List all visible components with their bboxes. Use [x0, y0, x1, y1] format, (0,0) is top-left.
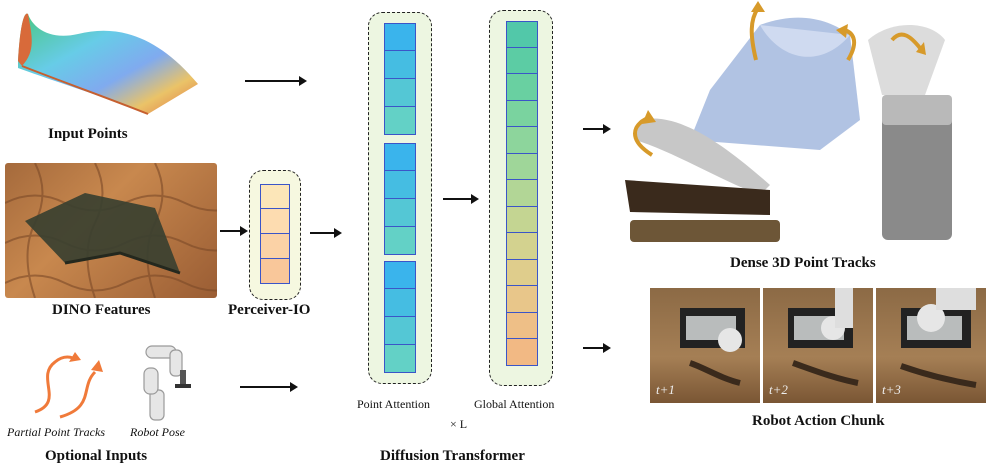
- global-attention-label: Global Attention: [474, 397, 555, 411]
- point-token: [384, 171, 416, 199]
- perceiver-token: [260, 209, 290, 234]
- point-attention-box: [368, 12, 432, 384]
- point-token: [384, 345, 416, 373]
- global-token: [506, 339, 538, 366]
- point-token: [384, 79, 416, 107]
- optional-inputs-label: Optional Inputs: [45, 448, 148, 464]
- repeat-count-label: × L: [450, 417, 468, 431]
- point-attention-group-1: [384, 23, 416, 135]
- partial-tracks-icon: [34, 352, 103, 419]
- dino-features-label: DINO Features: [52, 302, 151, 318]
- global-token: [506, 100, 538, 127]
- dino-features-image: [5, 163, 217, 298]
- point-token: [384, 107, 416, 135]
- arrow-to-action-chunk: [583, 343, 611, 353]
- perceiver-token: [260, 259, 290, 284]
- robot-action-chunk-label: Robot Action Chunk: [752, 413, 885, 429]
- global-token: [506, 21, 538, 48]
- arrow-dino-to-perceiver: [220, 226, 248, 236]
- global-token: [506, 233, 538, 260]
- partial-tracks-label: Partial Point Tracks: [7, 425, 106, 439]
- point-token: [384, 51, 416, 79]
- perceiver-token-stack: [260, 184, 290, 284]
- dense-point-tracks-image: [625, 1, 952, 242]
- global-token: [506, 259, 538, 286]
- point-token: [384, 199, 416, 227]
- global-token: [506, 180, 538, 207]
- action-frame-2: t+2: [763, 288, 873, 403]
- robot-pose-icon: [143, 345, 191, 421]
- point-token: [384, 317, 416, 345]
- perceiver-io-label: Perceiver-IO: [228, 302, 311, 318]
- perceiver-token: [260, 184, 290, 209]
- input-points-label: Input Points: [48, 126, 128, 142]
- global-token: [506, 286, 538, 313]
- point-token: [384, 143, 416, 171]
- arrow-to-point-tracks: [583, 124, 611, 134]
- robot-pose-label: Robot Pose: [130, 425, 185, 439]
- global-attention-stack: [506, 21, 538, 366]
- dense-point-tracks-label: Dense 3D Point Tracks: [730, 255, 876, 271]
- global-token: [506, 127, 538, 154]
- action-frame-3: t+3: [876, 288, 986, 403]
- global-token: [506, 74, 538, 101]
- diffusion-transformer-title: Diffusion Transformer: [380, 448, 525, 464]
- global-token: [506, 47, 538, 74]
- arrow-points-to-transformer: [245, 76, 307, 86]
- global-token: [506, 312, 538, 339]
- arrow-perceiver-to-transformer: [310, 228, 342, 238]
- point-token: [384, 261, 416, 289]
- arrow-optional-to-transformer: [240, 382, 298, 392]
- perceiver-token: [260, 234, 290, 259]
- point-token: [384, 289, 416, 317]
- point-token: [384, 227, 416, 255]
- global-attention-box: [489, 10, 553, 386]
- global-token: [506, 153, 538, 180]
- action-frame-1: t+1: [650, 288, 760, 403]
- frame-time-label: t+2: [769, 382, 788, 397]
- global-token: [506, 206, 538, 233]
- point-attention-group-3: [384, 261, 416, 373]
- frame-time-label: t+1: [656, 382, 675, 397]
- point-attention-group-2: [384, 143, 416, 255]
- input-points-surface-image: [18, 13, 198, 115]
- point-attention-label: Point Attention: [357, 397, 431, 411]
- frame-time-label: t+3: [882, 382, 901, 397]
- arrow-point-to-global: [443, 194, 479, 204]
- point-token: [384, 23, 416, 51]
- perceiver-io-box: [249, 170, 301, 300]
